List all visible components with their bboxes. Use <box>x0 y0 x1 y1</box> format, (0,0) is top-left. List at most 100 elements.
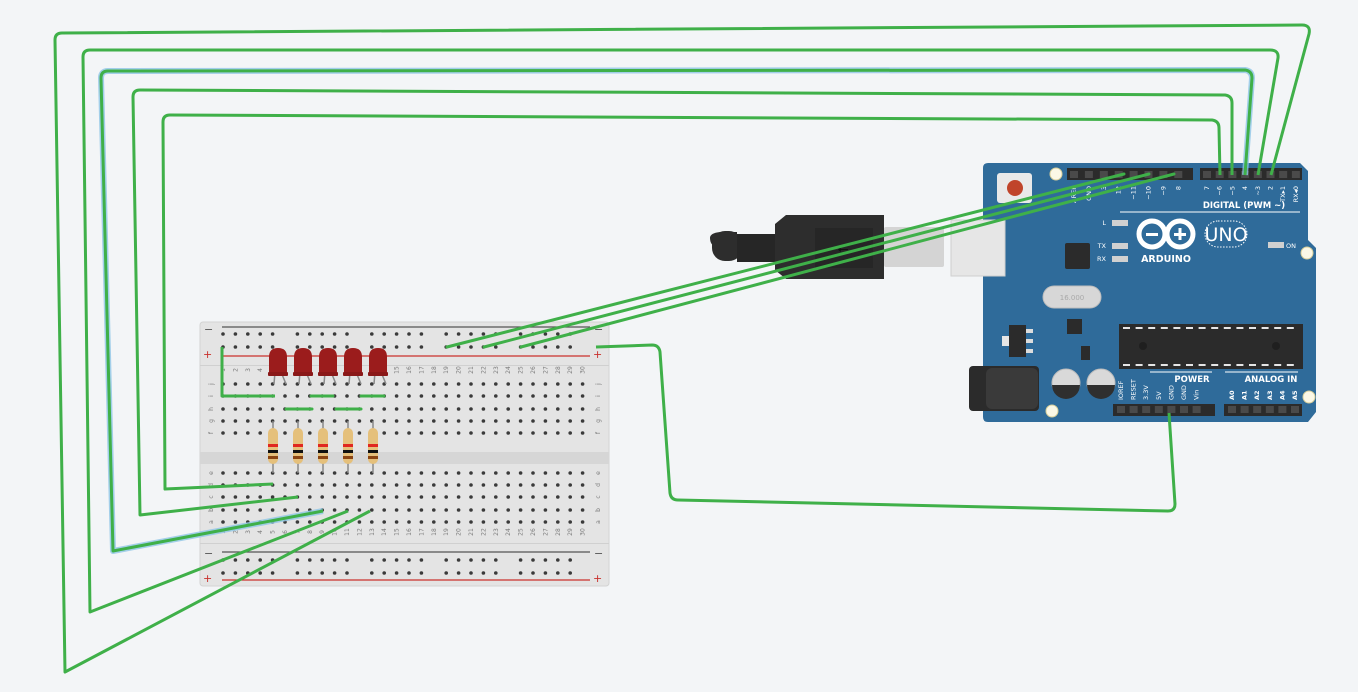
rail-hole[interactable] <box>444 558 449 562</box>
rail-hole[interactable] <box>568 558 572 562</box>
rail-hole[interactable] <box>345 571 349 575</box>
breadboard-hole-c9[interactable] <box>320 495 325 499</box>
breadboard-hole-h16[interactable] <box>407 407 411 411</box>
breadboard-hole-j27[interactable] <box>543 382 548 386</box>
rail-hole[interactable] <box>370 558 374 562</box>
breadboard-hole-b29[interactable] <box>568 508 572 512</box>
rail-hole[interactable] <box>469 332 473 336</box>
breadboard-hole-d18[interactable] <box>432 483 436 487</box>
breadboard-hole-i11[interactable] <box>345 394 349 398</box>
breadboard-hole-c3[interactable] <box>246 495 250 499</box>
breadboard-hole-d12[interactable] <box>357 483 362 487</box>
breadboard-hole-b7[interactable] <box>295 508 300 512</box>
breadboard-hole-c8[interactable] <box>308 495 312 499</box>
rail-hole[interactable] <box>295 345 300 349</box>
breadboard-hole-f19[interactable] <box>444 431 449 435</box>
digital-pin-13[interactable] <box>1099 171 1108 178</box>
breadboard-hole-f25[interactable] <box>518 431 523 435</box>
breadboard-hole-g24[interactable] <box>506 419 511 423</box>
breadboard-hole-j9[interactable] <box>320 382 325 386</box>
rail-hole[interactable] <box>407 571 411 575</box>
breadboard-hole-a16[interactable] <box>407 520 411 524</box>
breadboard-hole-j7[interactable] <box>295 382 300 386</box>
rail-hole[interactable] <box>320 345 325 349</box>
breadboard-hole-f22[interactable] <box>481 431 486 435</box>
rail-hole[interactable] <box>320 332 325 336</box>
breadboard-hole-b28[interactable] <box>556 508 560 512</box>
breadboard-hole-d15[interactable] <box>394 483 399 487</box>
breadboard-hole-a14[interactable] <box>382 520 387 524</box>
rail-hole[interactable] <box>221 571 225 575</box>
breadboard-hole-j25[interactable] <box>518 382 523 386</box>
led-group[interactable] <box>268 348 388 385</box>
rail-hole[interactable] <box>258 332 263 336</box>
rail-hole[interactable] <box>556 332 560 336</box>
digital-pin-AREF[interactable] <box>1070 171 1078 178</box>
breadboard-hole-c13[interactable] <box>370 495 374 499</box>
breadboard-hole-c20[interactable] <box>456 495 461 499</box>
breadboard-hole-f20[interactable] <box>456 431 461 435</box>
rail-hole[interactable] <box>494 345 498 349</box>
breadboard-hole-j30[interactable] <box>580 382 585 386</box>
breadboard-hole-i30[interactable] <box>580 394 585 398</box>
breadboard-hole-b15[interactable] <box>394 508 399 512</box>
breadboard-hole-j2[interactable] <box>233 382 238 386</box>
breadboard-hole-f3[interactable] <box>246 431 250 435</box>
led-4[interactable] <box>343 348 363 385</box>
breadboard-hole-d25[interactable] <box>518 483 523 487</box>
rail-hole[interactable] <box>233 345 238 349</box>
analog-pin-A1[interactable] <box>1240 406 1249 413</box>
breadboard-hole-f10[interactable] <box>332 431 337 435</box>
breadboard-hole-f4[interactable] <box>258 431 263 435</box>
rail-hole[interactable] <box>394 332 399 336</box>
rail-hole[interactable] <box>270 345 275 349</box>
breadboard-hole-c27[interactable] <box>543 495 548 499</box>
breadboard-hole-h1[interactable] <box>221 407 225 411</box>
rail-hole[interactable] <box>382 332 387 336</box>
rail-hole[interactable] <box>382 345 387 349</box>
breadboard-hole-e19[interactable] <box>444 471 449 475</box>
breadboard-hole-e16[interactable] <box>407 471 411 475</box>
breadboard-hole-b21[interactable] <box>469 508 473 512</box>
breadboard-hole-j3[interactable] <box>246 382 250 386</box>
breadboard-hole-f30[interactable] <box>580 431 585 435</box>
rail-hole[interactable] <box>308 571 312 575</box>
breadboard-hole-c12[interactable] <box>357 495 362 499</box>
breadboard-hole-d30[interactable] <box>580 483 585 487</box>
breadboard-hole-b22[interactable] <box>481 508 486 512</box>
breadboard-hole-a15[interactable] <box>394 520 399 524</box>
wire-pin4[interactable] <box>99 68 1254 553</box>
breadboard-hole-f8[interactable] <box>308 431 312 435</box>
breadboard-hole-e4[interactable] <box>258 471 263 475</box>
breadboard-hole-d14[interactable] <box>382 483 387 487</box>
breadboard-hole-j22[interactable] <box>481 382 486 386</box>
wire-group[interactable] <box>53 23 1311 674</box>
rail-hole[interactable] <box>531 571 535 575</box>
digital-pin-~11[interactable] <box>1129 171 1138 178</box>
breadboard-hole-c17[interactable] <box>419 495 424 499</box>
breadboard-hole-a1[interactable] <box>221 520 225 524</box>
wire-pin13[interactable] <box>445 172 1126 349</box>
breadboard-hole-j4[interactable] <box>258 382 263 386</box>
rail-hole[interactable] <box>332 332 337 336</box>
breadboard-hole-b16[interactable] <box>407 508 411 512</box>
breadboard-hole-i29[interactable] <box>568 394 572 398</box>
rail-hole[interactable] <box>258 571 263 575</box>
rail-hole[interactable] <box>419 332 424 336</box>
breadboard-hole-c18[interactable] <box>432 495 436 499</box>
breadboard-hole-b24[interactable] <box>506 508 511 512</box>
breadboard-hole-i27[interactable] <box>543 394 548 398</box>
breadboard-hole-c23[interactable] <box>494 495 498 499</box>
digital-pin-~9[interactable] <box>1159 171 1168 178</box>
breadboard-hole-e3[interactable] <box>246 471 250 475</box>
breadboard-hole-a25[interactable] <box>518 520 523 524</box>
breadboard-hole-d8[interactable] <box>308 483 312 487</box>
jumper-ground-bus[interactable] <box>220 347 275 398</box>
breadboard-hole-a2[interactable] <box>233 520 238 524</box>
rail-hole[interactable] <box>332 571 337 575</box>
rail-hole[interactable] <box>270 571 275 575</box>
power-pin-Vin[interactable] <box>1192 406 1201 413</box>
breadboard-hole-j15[interactable] <box>394 382 399 386</box>
breadboard-hole-i6[interactable] <box>283 394 287 398</box>
breadboard-hole-i17[interactable] <box>419 394 424 398</box>
